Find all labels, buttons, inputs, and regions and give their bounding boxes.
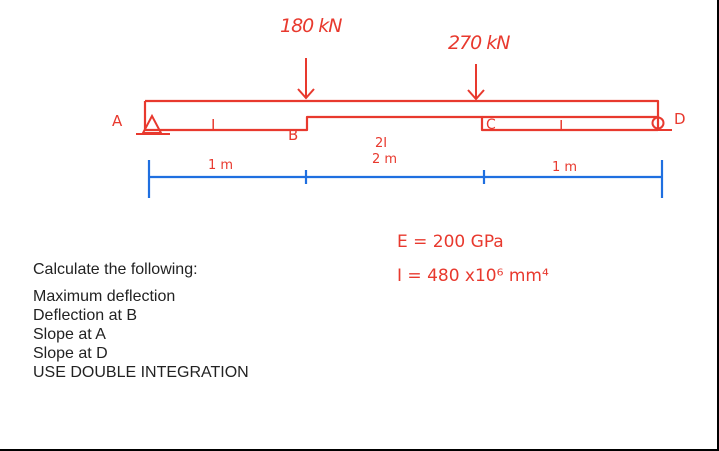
stepped-beam — [143, 99, 660, 132]
task-heading: Calculate the following: — [33, 261, 198, 278]
segment-length-middle: 2 m — [372, 152, 397, 167]
load-arrow-180-icon — [297, 58, 315, 100]
point-label-a: A — [112, 112, 123, 130]
segment-stiffness-right: I — [559, 117, 563, 135]
task-item: Slope at D — [33, 345, 108, 362]
point-label-b: B — [288, 126, 298, 144]
load-label-270: 270 kN — [448, 32, 510, 54]
roller-support-d-icon — [644, 116, 672, 131]
inertia-label: I = 480 x10⁶ mm⁴ — [397, 266, 549, 286]
load-label-180: 180 kN — [280, 15, 342, 37]
load-arrow-270-icon — [467, 64, 485, 101]
task-list: Maximum deflection Deflection at B Slope… — [33, 287, 249, 382]
pin-support-a-icon — [136, 113, 170, 135]
beam-step-c — [482, 115, 660, 130]
segment-stiffness-left: I — [211, 116, 215, 134]
segment-length-right: 1 m — [552, 160, 577, 175]
segment-length-left: 1 m — [208, 158, 233, 173]
task-item: Maximum deflection — [33, 288, 176, 305]
point-label-d: D — [674, 110, 686, 128]
dimension-line — [147, 160, 664, 198]
task-item: Deflection at B — [33, 307, 138, 324]
segment-stiffness-middle: 2I — [375, 136, 387, 151]
task-item: Slope at A — [33, 326, 106, 343]
modulus-label: E = 200 GPa — [397, 232, 504, 252]
task-item: USE DOUBLE INTEGRATION — [33, 364, 249, 381]
point-label-c: C — [486, 117, 496, 133]
